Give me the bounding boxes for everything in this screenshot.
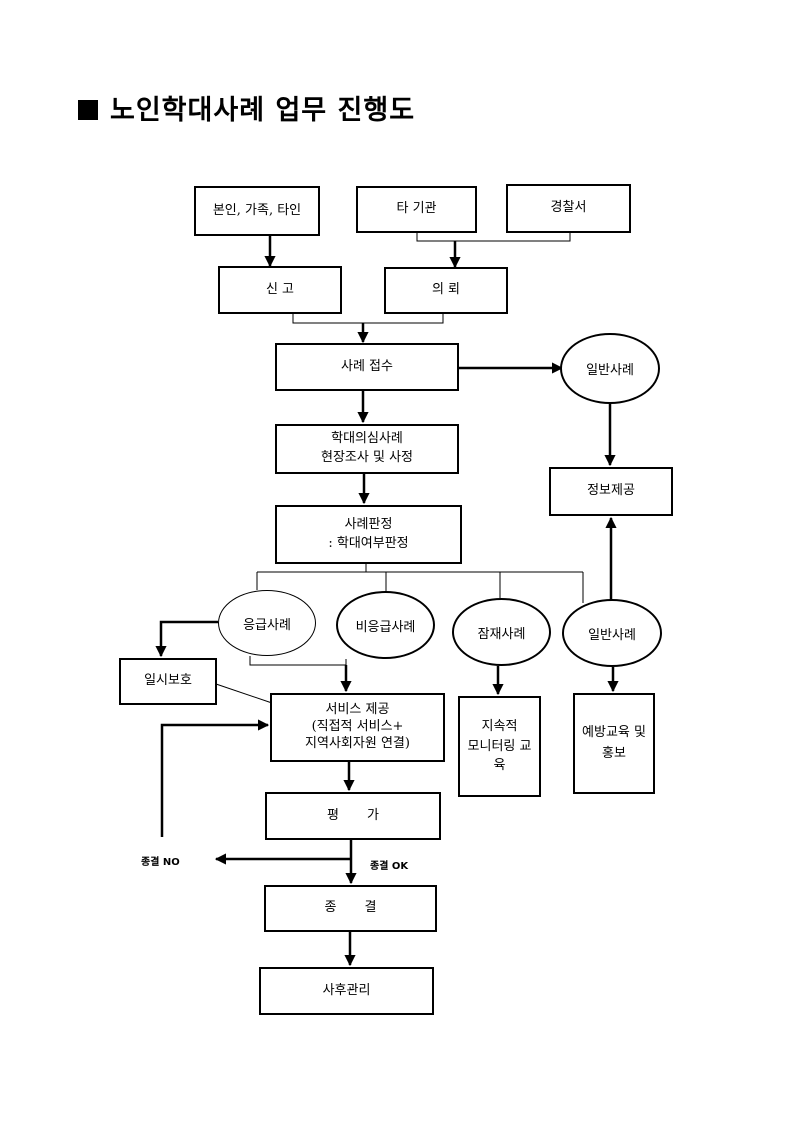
square-bullet-icon [78,100,98,120]
label-closure-no: 종결 NO [141,857,180,868]
bracket-report-request [292,314,444,324]
node-aftercare: 사후관리 [259,967,434,1015]
node-other-agency: 타 기관 [356,186,477,233]
node-request: 의 뢰 [384,267,508,314]
node-non-emergency-case: 비응급사례 [336,591,435,659]
node-reporter: 본인, 가족, 타인 [194,186,320,236]
node-continuous-monitoring: 지속적 모니터링 교 육 [458,696,541,797]
node-case-judgment: 사례판정 : 학대여부판정 [275,505,462,564]
node-case-intake: 사례 접수 [275,343,459,391]
node-info-provision: 정보제공 [549,467,673,516]
arrow-feedback-to-service [160,719,270,837]
node-closure: 종 결 [264,885,437,932]
node-general-case-top: 일반사례 [560,333,660,404]
node-emergency-case: 응급사례 [218,590,316,656]
label-closure-ok: 종결 OK [370,861,409,872]
arrow-emergency-to-temp-protection [155,620,218,658]
node-investigation: 학대의심사례 현장조사 및 사정 [275,424,459,474]
node-evaluation: 평 가 [265,792,441,840]
node-potential-case: 잠재사례 [452,598,551,666]
node-general-case: 일반사례 [562,599,662,667]
node-report: 신 고 [218,266,342,314]
node-police: 경찰서 [506,184,631,233]
node-service-provision: 서비스 제공 (직접적 서비스+ 지역사회자원 연결) [270,693,445,762]
node-temporary-protection: 일시보호 [119,658,217,705]
page-title: 노인학대사례 업무 진행도 [78,88,415,127]
bracket-emergency-nonemergency [249,656,347,666]
bracket-agency-police [416,233,571,242]
line-temp-protection-to-service [215,683,273,704]
node-prevention-education: 예방교육 및 홍보 [573,693,655,794]
